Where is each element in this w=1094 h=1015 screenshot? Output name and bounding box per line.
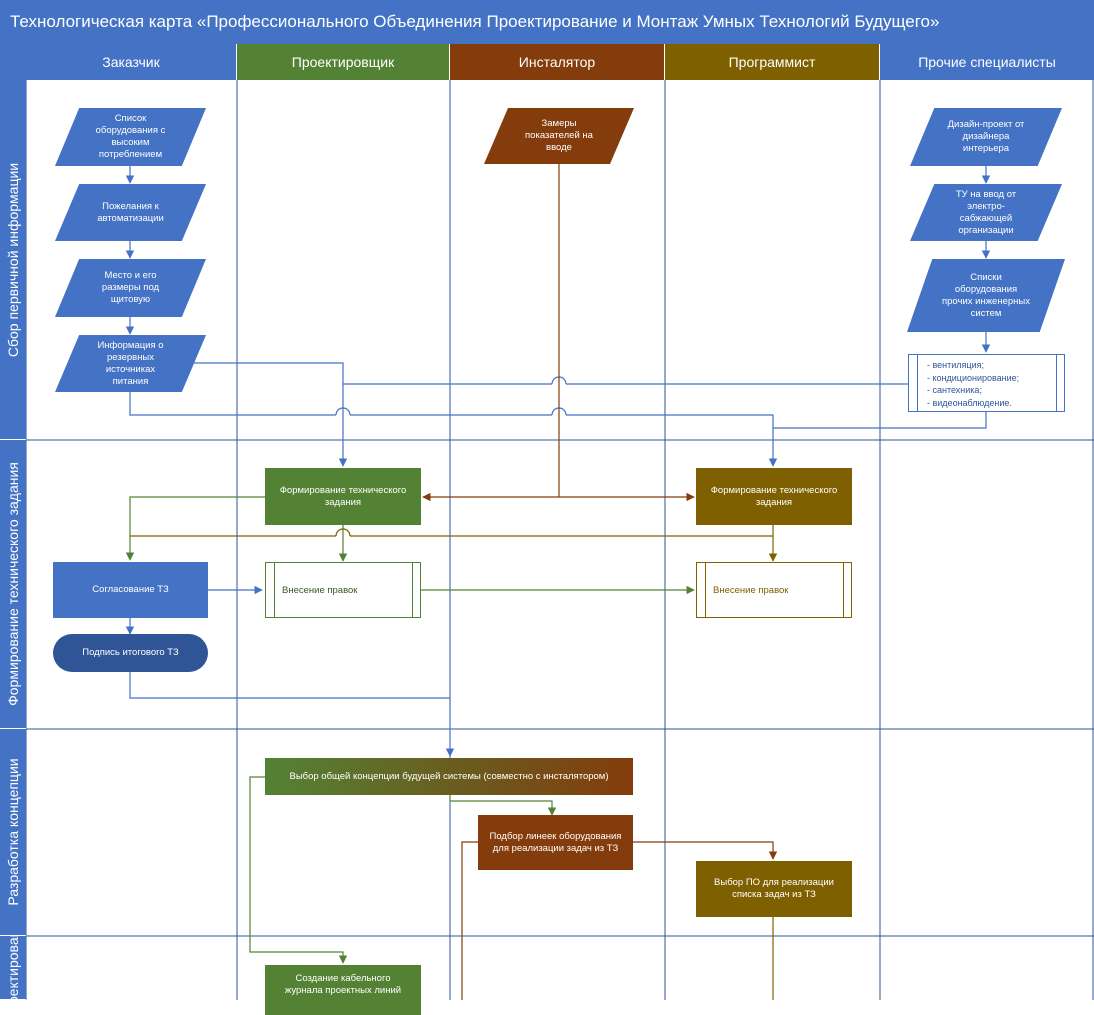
lane-header-customer: Заказчик [26, 44, 237, 80]
panel-place-node[interactable]: Место и его размеры под щитовую [55, 259, 206, 317]
systems-list-item: - видеонаблюдение. [927, 397, 1012, 408]
final-signature-node[interactable]: Подпись итогового ТЗ [53, 634, 208, 672]
lane-header-designer: Проектировщик [237, 44, 450, 80]
design-project-node[interactable]: Дизайн-проект от дизайнера интерьера [910, 108, 1062, 166]
systems-list-item: - вентиляция; [927, 360, 984, 370]
page-title: Технологическая карта «Профессионального… [0, 0, 1094, 44]
cable-journal-node[interactable]: Создание кабельного журнала проектных ли… [265, 965, 421, 1015]
concept-choice-node[interactable]: Выбор общей концепции будущей системы (с… [265, 758, 633, 795]
systems-list-item: - кондиционирование; [927, 372, 1020, 383]
other-systems-node[interactable]: Списки оборудования прочих инженерных си… [907, 259, 1065, 332]
grid-lines [25, 80, 1094, 1000]
phase-label-specification: Формирование технического задания [0, 440, 26, 729]
equipment-lines-node[interactable]: Подбор линеек оборудования для реализаци… [478, 815, 633, 870]
automation-wishes-node[interactable]: Пожелания к автоматизации [55, 184, 206, 241]
lane-header-installer: Инсталятор [450, 44, 665, 80]
header-corner [0, 44, 26, 80]
tu-input-node[interactable]: ТУ на ввод от электро-сабжающей организа… [910, 184, 1062, 241]
lane-header-other-specialists: Прочие специалисты [880, 44, 1094, 80]
equipment-list-node[interactable]: Список оборудования с высоким потреблени… [55, 108, 206, 166]
lane-header-programmer: Программист [665, 44, 880, 80]
systems-list-item: - сантехника; [927, 385, 982, 395]
systems-list-annotation: - вентиляция; - кондиционирование; - сан… [908, 354, 1065, 412]
software-choice-node[interactable]: Выбор ПО для реализации списка задач из … [696, 861, 852, 917]
phase-label-design: Проектирование [0, 936, 26, 1000]
backup-power-node[interactable]: Информация о резервных источниках питани… [55, 335, 206, 392]
phase-label-concept: Разработка концепции [0, 729, 26, 936]
edits-programmer-node[interactable]: Внесение правок [696, 562, 852, 618]
tz-programmer-node[interactable]: Формирование технического задания [696, 468, 852, 525]
phase-label-collection: Сбор первичной информации [0, 80, 26, 440]
tz-approval-node[interactable]: Согласование ТЗ [53, 562, 208, 618]
tz-designer-node[interactable]: Формирование технического задания [265, 468, 421, 525]
edits-designer-node[interactable]: Внесение правок [265, 562, 421, 618]
input-measurements-node[interactable]: Замеры показателей на вводе [484, 108, 634, 164]
